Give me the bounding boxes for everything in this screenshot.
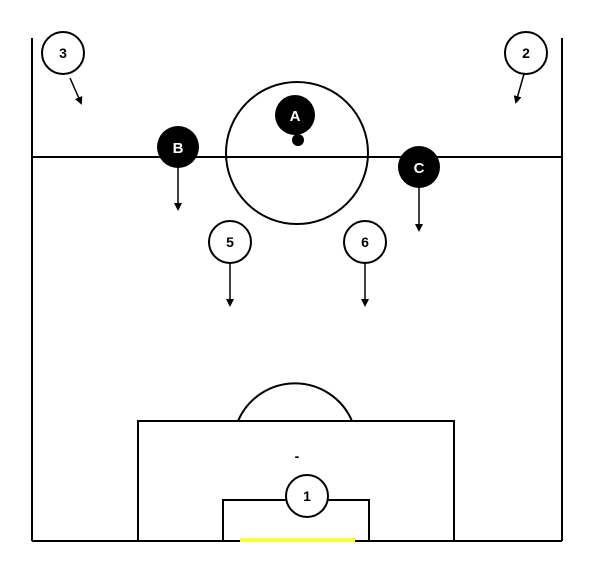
- player-label: 2: [522, 45, 530, 61]
- defender-player-1: 1: [285, 474, 329, 518]
- movement-arrows: [69, 73, 525, 307]
- player-label: 3: [59, 45, 67, 61]
- player-label: 1: [303, 488, 311, 504]
- defender-player-5: 5: [208, 220, 252, 264]
- ball: [292, 134, 304, 146]
- player-label: 5: [226, 234, 234, 250]
- attacker-player-a: A: [275, 95, 315, 135]
- player-label: A: [290, 108, 301, 125]
- penalty-spot-mark: -: [295, 448, 300, 464]
- defender-player-2: 2: [504, 31, 548, 75]
- arrow-player-2: [513, 73, 525, 104]
- defender-player-3: 3: [41, 31, 85, 75]
- attacker-player-b: B: [157, 126, 199, 168]
- player-label: 6: [361, 234, 369, 250]
- player-label: B: [173, 140, 184, 157]
- attacker-player-c: C: [398, 146, 440, 188]
- defender-player-6: 6: [343, 220, 387, 264]
- arrow-player-3: [69, 77, 83, 105]
- center-circle: [225, 81, 369, 225]
- player-label: C: [414, 160, 425, 177]
- penalty-arc: [237, 382, 353, 422]
